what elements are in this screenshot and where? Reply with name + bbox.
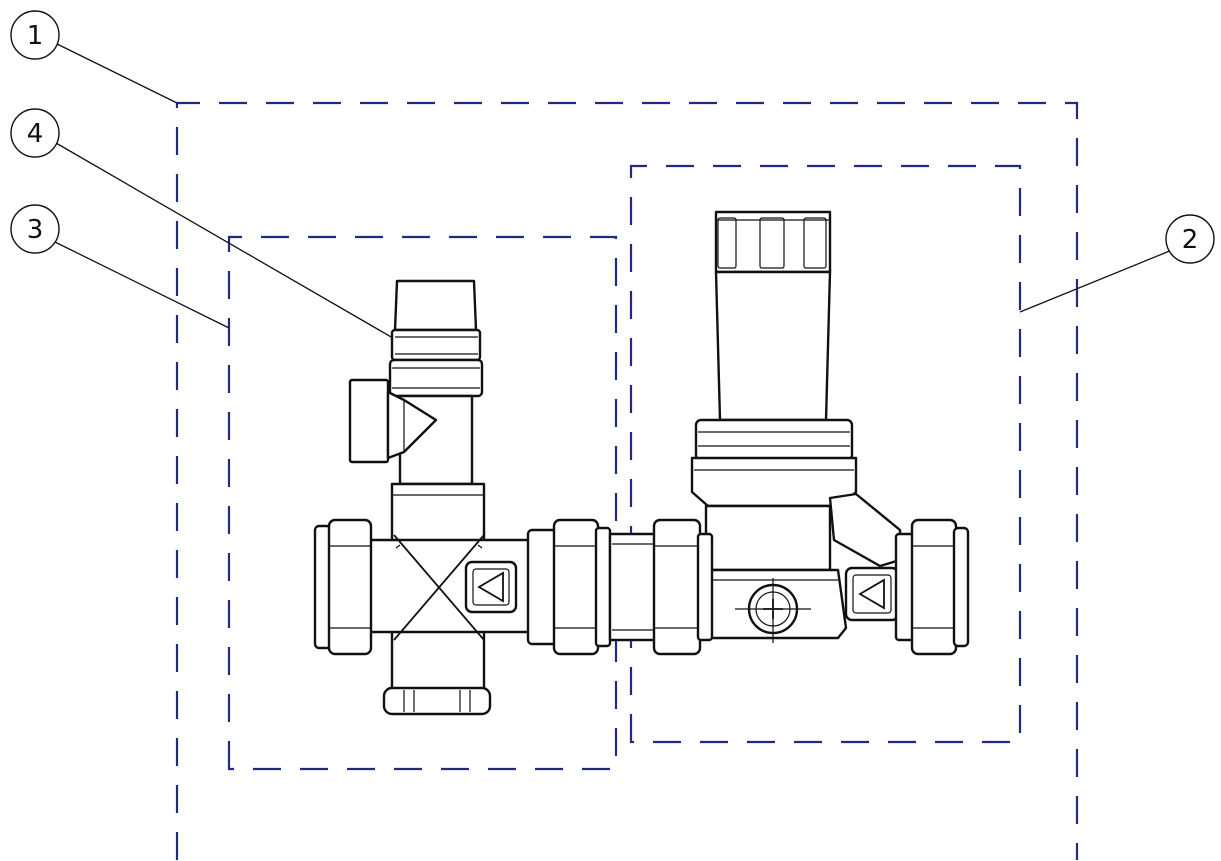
leader-line-2	[1019, 249, 1173, 313]
boundary-expansion-relief-group	[227, 235, 618, 771]
callout-3: 3	[10, 204, 60, 254]
leader-line-1	[54, 42, 178, 104]
expansion-relief-assembly	[313, 279, 612, 716]
connecting-pipe	[608, 532, 658, 642]
leader-line-4	[55, 142, 406, 346]
leader-line-3	[54, 241, 230, 329]
callout-4: 4	[10, 108, 60, 158]
boundary-pressure-reducer-group	[629, 164, 1022, 744]
callout-2-label: 2	[1182, 225, 1199, 255]
callout-2: 2	[1165, 214, 1215, 264]
callout-4-label: 4	[27, 119, 44, 149]
callout-1-label: 1	[27, 21, 44, 51]
boundary-outer-kit	[175, 101, 1079, 860]
prv-adjuster-cap	[714, 210, 832, 274]
relief-valve-cap	[393, 279, 478, 332]
pressure-reducing-valve	[652, 210, 970, 656]
callout-3-label: 3	[27, 215, 44, 245]
callout-1: 1	[10, 10, 60, 60]
